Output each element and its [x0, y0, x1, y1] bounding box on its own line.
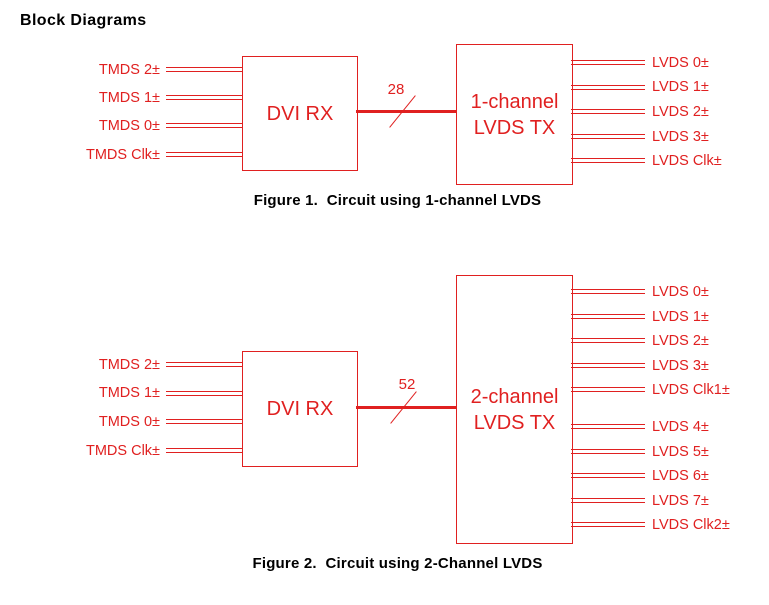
fig1-lvds-tx-label-line2: LVDS TX [473, 116, 556, 139]
fig2-lvdsclk1-pair-line [571, 387, 645, 392]
fig2-output-label-lvds3: LVDS 3± [652, 358, 709, 374]
fig2-output-label-lvds0: LVDS 0± [652, 284, 709, 300]
fig2-lvds0-pair-line [571, 289, 645, 294]
fig1-output-label-lvds2: LVDS 2± [652, 104, 709, 120]
fig2-lvds7-pair-line [571, 498, 645, 503]
fig2-input-label-tmds2: TMDS 2± [98, 357, 160, 373]
fig1-bus-line [356, 110, 457, 113]
fig1-input-label-tmds0: TMDS 0± [98, 118, 160, 134]
fig1-lvdsclk-pair-line [571, 158, 645, 163]
fig1-input-label-tmds2: TMDS 2± [98, 62, 160, 78]
fig2-input-label-tmds1: TMDS 1± [98, 385, 160, 401]
fig1-tmds0-pair-line [166, 123, 242, 128]
fig2-tmds2-pair-line [166, 362, 242, 367]
fig1-output-label-lvds3: LVDS 3± [652, 129, 709, 145]
fig2-output-label-lvdsclk1: LVDS Clk1± [652, 382, 730, 398]
fig2-tmds1-pair-line [166, 391, 242, 396]
fig2-dvi-rx-box: DVI RX [242, 351, 358, 467]
fig2-lvds5-pair-line [571, 449, 645, 454]
fig2-lvds-tx-label: 2-channel LVDS TX [471, 384, 559, 436]
fig2-output-label-lvds4: LVDS 4± [652, 419, 709, 435]
fig2-bus-line [356, 406, 457, 409]
fig2-lvds-tx-label-line2: LVDS TX [473, 411, 556, 434]
fig2-lvds-tx-box: 2-channel LVDS TX [456, 275, 573, 544]
fig1-lvds3-pair-line [571, 134, 645, 139]
fig2-lvds3-pair-line [571, 363, 645, 368]
fig2-output-label-lvds5: LVDS 5± [652, 444, 709, 460]
fig2-input-label-tmdsclk: TMDS Clk± [85, 443, 160, 459]
fig2-output-label-lvdsclk2: LVDS Clk2± [652, 517, 730, 533]
fig1-output-label-lvdsclk: LVDS Clk± [652, 153, 722, 169]
fig1-lvds0-pair-line [571, 60, 645, 65]
fig1-tmdsclk-pair-line [166, 152, 242, 157]
fig1-bus-width-label: 28 [387, 81, 405, 98]
fig1-lvds-tx-box: 1-channel LVDS TX [456, 44, 573, 185]
fig1-dvi-rx-box: DVI RX [242, 56, 358, 171]
fig2-dvi-rx-label: DVI RX [266, 398, 334, 420]
page-title: Block Diagrams [20, 12, 147, 29]
fig2-lvds4-pair-line [571, 424, 645, 429]
fig1-lvds-tx-label-line1: 1-channel [470, 90, 559, 113]
fig2-lvds-tx-label-line1: 2-channel [470, 385, 559, 408]
fig2-lvdsclk2-pair-line [571, 522, 645, 527]
fig2-output-label-lvds7: LVDS 7± [652, 493, 709, 509]
fig2-lvds1-pair-line [571, 314, 645, 319]
fig1-output-label-lvds0: LVDS 0± [652, 55, 709, 71]
fig1-input-label-tmdsclk: TMDS Clk± [85, 147, 160, 163]
fig2-tmds0-pair-line [166, 419, 242, 424]
fig1-tmds1-pair-line [166, 95, 242, 100]
fig2-bus-width-label: 52 [398, 376, 416, 393]
fig2-input-label-tmds0: TMDS 0± [98, 414, 160, 430]
fig1-input-label-tmds1: TMDS 1± [98, 90, 160, 106]
fig1-tmds2-pair-line [166, 67, 242, 72]
fig2-output-label-lvds2: LVDS 2± [652, 333, 709, 349]
fig1-dvi-rx-label: DVI RX [266, 102, 334, 125]
fig1-lvds2-pair-line [571, 109, 645, 114]
figure-2-caption: Figure 2. Circuit using 2-Channel LVDS [252, 555, 543, 572]
fig1-lvds1-pair-line [571, 85, 645, 90]
figure-1-caption: Figure 1. Circuit using 1-channel LVDS [253, 192, 542, 209]
fig2-lvds2-pair-line [571, 338, 645, 343]
fig2-tmdsclk-pair-line [166, 448, 242, 453]
fig1-lvds-tx-label: 1-channel LVDS TX [471, 89, 559, 141]
fig2-lvds6-pair-line [571, 473, 645, 478]
fig1-output-label-lvds1: LVDS 1± [652, 79, 709, 95]
fig2-output-label-lvds1: LVDS 1± [652, 309, 709, 325]
fig2-output-label-lvds6: LVDS 6± [652, 468, 709, 484]
